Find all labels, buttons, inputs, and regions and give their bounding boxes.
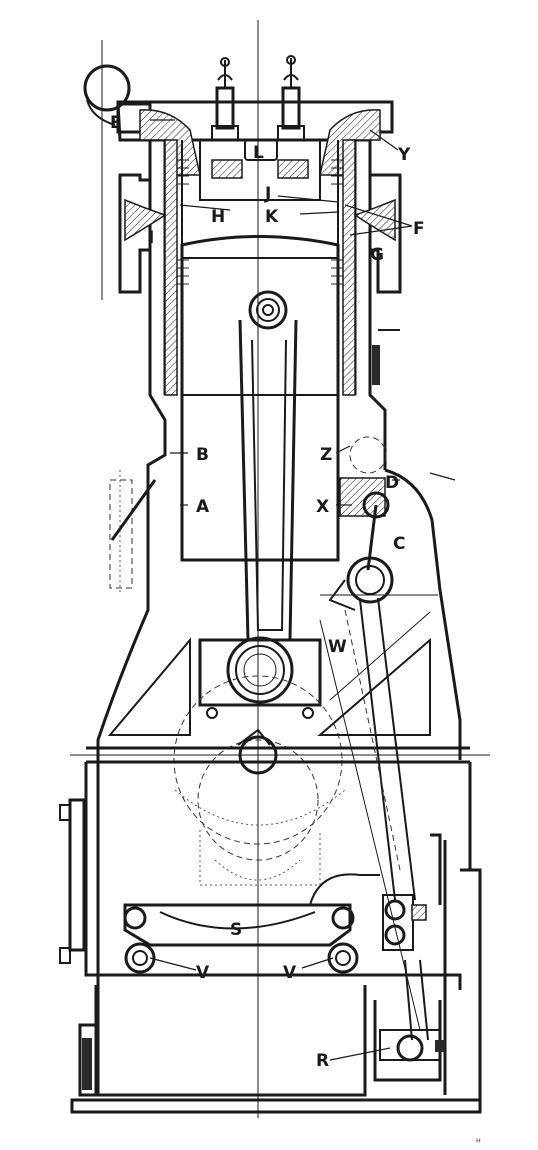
label-c: C: [393, 534, 405, 554]
piston: [180, 235, 340, 562]
swing-beam: [123, 873, 380, 974]
label-g: G: [370, 245, 384, 265]
connecting-rod: [198, 319, 322, 719]
label-x: X: [316, 497, 329, 517]
crank-circles: [173, 675, 346, 886]
label-i: I: [148, 228, 154, 248]
jacket-flange-right: [353, 173, 402, 385]
label-z: Z: [320, 445, 332, 465]
corner-mark: ᴴ: [476, 1138, 481, 1149]
label-v-right: V: [283, 963, 297, 983]
label-d: D: [385, 473, 399, 493]
pump-assembly: [373, 833, 445, 1082]
label-e: E: [110, 113, 122, 133]
valve-left: [211, 57, 243, 179]
label-y: Y: [397, 145, 411, 165]
label-s: S: [230, 920, 242, 940]
valve-right: [277, 55, 309, 179]
label-leaders: [149, 119, 456, 1061]
label-h: H: [211, 207, 225, 227]
label-l: L: [253, 143, 264, 163]
label-v-left: V: [196, 963, 210, 983]
label-w: W: [328, 637, 347, 657]
cylinder-jacket: [146, 139, 387, 560]
label-j: J: [264, 184, 271, 204]
crankcase: [70, 468, 490, 1095]
label-k: K: [265, 207, 279, 227]
label-a: A: [196, 497, 210, 517]
valve-gear: [319, 436, 438, 1031]
lower-frame: [59, 798, 482, 1114]
side-indicator: [109, 470, 157, 595]
jacket-flange-left: [118, 173, 167, 294]
label-b: B: [196, 445, 209, 465]
label-f: F: [413, 219, 425, 239]
label-r: R: [316, 1051, 329, 1071]
